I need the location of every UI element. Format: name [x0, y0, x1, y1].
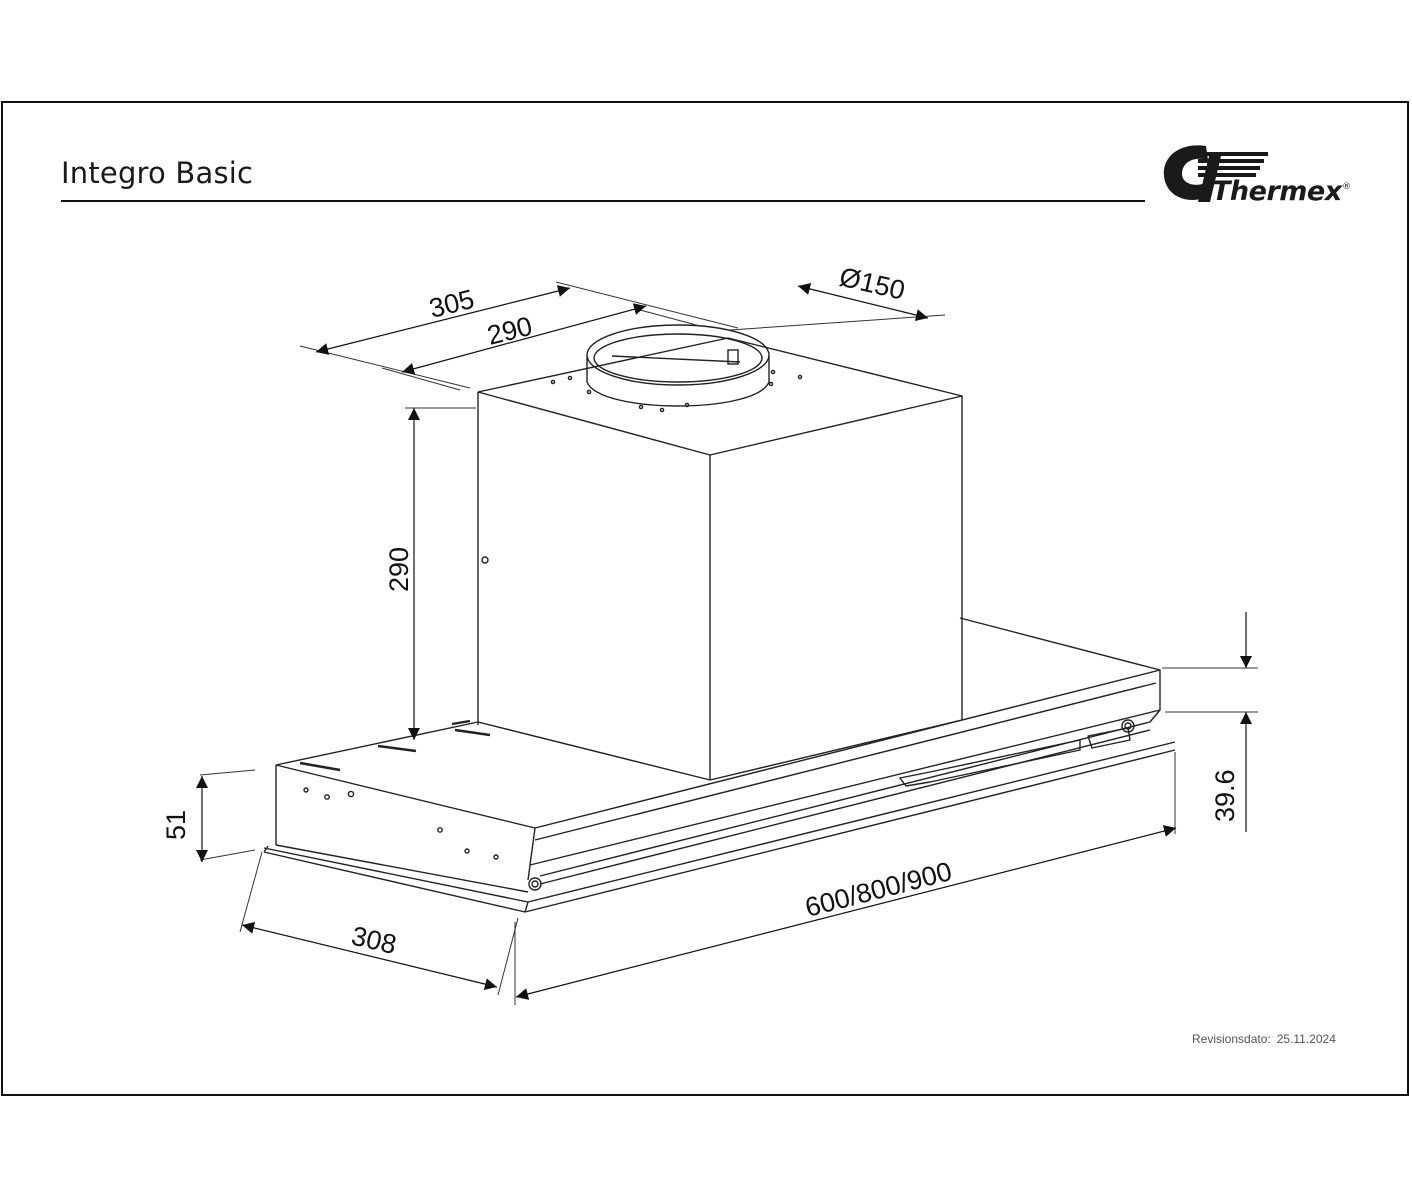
hood-body: [263, 617, 1176, 913]
dim-290-top-line: [401, 303, 647, 375]
dim-308-label: 308: [349, 921, 400, 960]
dim-width-line: [515, 825, 1177, 1000]
dimension-lines: [196, 283, 1252, 1000]
registered-mark: ®: [1342, 182, 1351, 192]
dim-150-line: [797, 283, 929, 321]
dim-290-height-label: 290: [384, 547, 414, 592]
extension-lines: [199, 281, 1258, 1005]
revision-label: Revisionsdato:: [1192, 1032, 1271, 1046]
dim-305-label: 305: [426, 284, 477, 324]
chimney-box: [477, 337, 963, 781]
page-title: Integro Basic: [61, 156, 254, 190]
drawing-frame: [1, 101, 1409, 1096]
revision-value: 25.11.2024: [1276, 1032, 1336, 1046]
revision-date: Revisionsdato: 25.11.2024: [1192, 1032, 1336, 1046]
round-duct: [586, 324, 770, 407]
brand-name: Thermex: [1212, 176, 1342, 207]
dim-width-label: 600/800/900: [802, 856, 955, 923]
dim-308-line: [241, 922, 498, 990]
dim-290-top-label: 290: [484, 311, 535, 351]
dim-39-6-label: 39.6: [1210, 769, 1240, 822]
title-underline: [61, 200, 1145, 202]
thermex-logo-icon: [1163, 145, 1268, 202]
dim-150-label: Ø150: [837, 262, 908, 306]
dim-51-label: 51: [161, 810, 191, 840]
